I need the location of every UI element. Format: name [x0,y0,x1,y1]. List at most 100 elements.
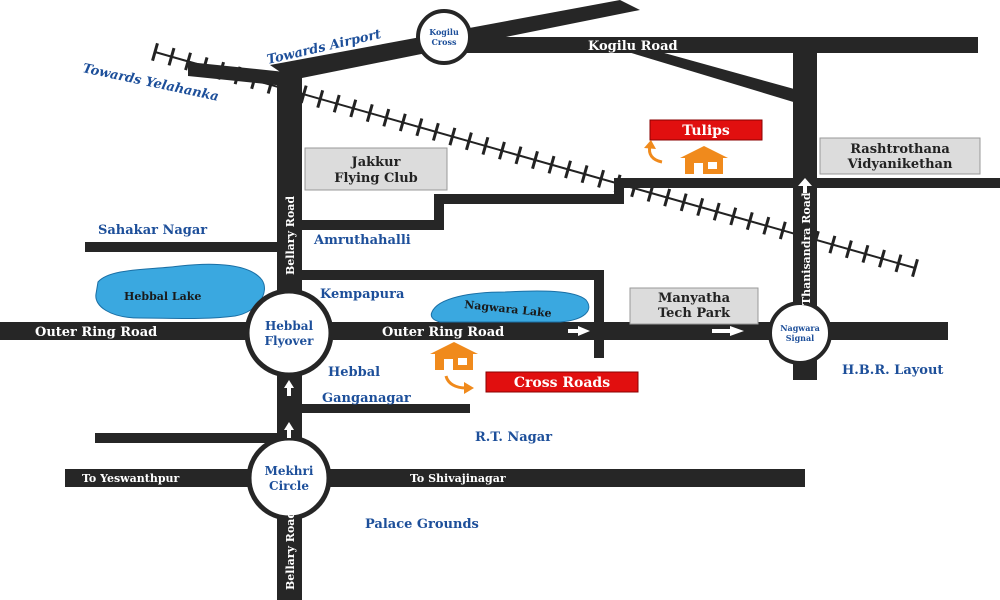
sahakar-nagar-road [85,242,280,252]
rt-nagar-label: R.T. Nagar [475,430,552,445]
arrow-up-icon [284,422,294,430]
railway-tie [481,136,490,155]
railway-tie [398,113,407,132]
railway-tie [332,94,341,113]
railway-tie [382,108,391,127]
house-icon [430,342,478,370]
rashtrothana-box [819,137,981,175]
railway-tie [828,235,837,254]
tulips-badge[interactable] [649,119,763,141]
kogilu-cross-circle [416,9,472,65]
arrow-up-icon [798,178,812,186]
curved-arrow-icon [444,375,467,390]
kogilu-road-label: Kogilu Road [588,39,678,54]
railway-tie [316,89,325,109]
railway-tie [498,141,506,160]
railway-tie [911,258,919,278]
palace-grounds-label: Palace Grounds [365,517,479,532]
railway-tie [514,146,523,165]
jakkur-connector-v [434,198,444,230]
jakkur-label-2: Flying Club [334,171,418,186]
kempapura-road [300,270,604,280]
railway-tie [597,169,605,188]
railway-tie [448,127,457,146]
manyatha-tech-park-box [629,287,759,325]
outer-ring-road-east-label: Outer Ring Road [382,325,504,340]
manyatha-label-2: Tech Park [658,306,731,321]
railway-tie [167,47,176,66]
nagwara-signal-label-2: Signal [786,333,814,343]
hebbal-label: Hebbal [328,365,380,380]
kempapura-label: Kempapura [320,287,405,302]
to-yeswanthpur-label: To Yeswanthpur [82,472,180,485]
railway-tie [762,216,771,235]
tulips-label: Tulips [682,123,730,139]
railway-tie [861,244,870,263]
rt-nagar-road [95,433,280,443]
outer-ring-road-west-label: Outer Ring Road [35,325,157,340]
road-arrows [284,178,812,438]
mekhri-circle-circle [246,435,332,521]
arrow-up-icon [284,380,294,388]
to-shivajinagar-label: To Shivajinagar [410,472,506,485]
nagwara-signal-label-1: Nagwara [780,323,820,333]
railway-tie [679,193,688,212]
amruthahalli-road [300,220,440,230]
railway-tie [564,160,572,179]
railway-tie [894,254,903,273]
yelahanka-road [188,62,285,86]
railway-tie [431,122,440,141]
bellary-road-south-label: Bellary Road [284,511,297,590]
railway-tie [415,118,424,137]
arrow-right-icon [730,326,744,336]
cross-roads-badge[interactable] [485,371,639,393]
bellary-road-north-label: Bellary Road [284,196,297,275]
railway-tie [696,197,705,217]
tulips-marker[interactable]: Tulips [644,119,763,174]
hebbal-lake-label: Hebbal Lake [124,290,201,303]
cross-roads-label: Cross Roads [514,375,610,391]
rashtrothana-label-1: Rashtrothana [850,142,950,157]
railway-tie [531,150,539,170]
kempapura-road-v [594,270,604,358]
jakkur-flying-club-box [304,147,448,191]
railway-tie [778,221,787,240]
mekhri-circle-label-2: Circle [269,479,309,493]
ganganagar-label: Ganganagar [322,391,411,406]
amruthahalli-label: Amruthahalli [313,233,411,248]
ganganagar-road [300,404,470,413]
railway-tie [729,207,738,226]
kogilu-road [440,37,978,53]
hebbal-flyover-label-2: Flyover [265,334,315,348]
jakkur-connector-h [434,194,624,204]
railway-tie [465,132,473,151]
kogilu-cross-label-2: Cross [432,37,457,47]
hebbal-flyover-label-1: Hebbal [265,319,314,333]
outer-ring-road [0,322,948,340]
thanisandra-road-label: Thanisandra Road [800,192,813,305]
hebbal-flyover-circle [244,288,334,378]
jakkur-connector-v2 [614,178,624,204]
railway-tie [365,103,374,123]
mekhri-circle-label-1: Mekhri [265,464,314,478]
railway-tie [184,52,192,71]
nagwara-signal-circle [768,301,832,365]
jakkur-label-1: Jakkur [351,155,401,170]
nagwara-lake [430,290,590,323]
kogilu-diagonal-road [595,38,805,104]
railway-tie [745,211,754,231]
railway-tie [580,165,589,184]
railway-tie [349,99,358,118]
railway-tie [845,240,853,259]
railway-tie [547,155,556,174]
kogilu-cross-label-1: Kogilu [429,27,459,37]
arrow-right-icon [578,326,590,336]
railway-tie [299,85,308,104]
rashtrothana-label-2: Vidyanikethan [847,157,953,172]
railway-tie [663,188,672,207]
cross-roads-marker[interactable]: Cross Roads [430,342,639,394]
hbr-layout-label: H.B.R. Layout [842,363,943,378]
railway-tie [878,249,886,268]
sahakar-nagar-label: Sahakar Nagar [98,223,207,238]
